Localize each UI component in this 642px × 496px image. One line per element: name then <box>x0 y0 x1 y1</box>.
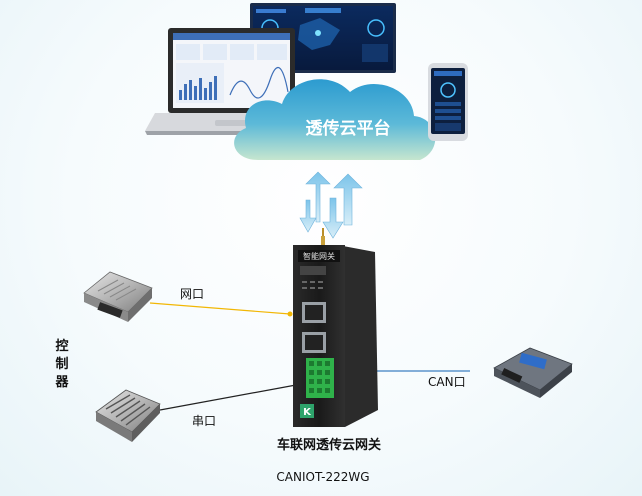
controller-group-label-char: 制 <box>55 356 68 372</box>
product-model: CANIOT-222WG <box>276 470 369 484</box>
data-arrow-icon <box>299 171 363 239</box>
gateway-device-icon <box>293 228 378 427</box>
serial-label: 串口 <box>192 414 216 428</box>
serial-line <box>159 384 297 411</box>
gateway-brand-mark: K <box>303 407 312 418</box>
controller-box-icon <box>83 271 153 322</box>
ethernet-label: 网口 <box>180 287 204 301</box>
ethernet-line <box>149 302 291 315</box>
controller-box-icon <box>95 389 161 442</box>
cloud-icon <box>234 79 436 160</box>
controller-group-label-char: 控 <box>55 338 68 354</box>
product-name: 车联网透传云网关 <box>277 437 381 453</box>
laptop-icon <box>145 28 320 135</box>
controller-group-label: 控制器 <box>54 338 69 390</box>
controller-group-label-char: 器 <box>54 375 69 390</box>
cloud-label: 透传云平台 <box>306 118 391 139</box>
can-label: CAN口 <box>428 375 466 389</box>
ecu-module-icon <box>493 347 573 398</box>
ethernet-dot <box>287 311 293 317</box>
gateway-screen-label: 智能网关 <box>303 251 335 261</box>
phone-icon <box>428 63 468 141</box>
